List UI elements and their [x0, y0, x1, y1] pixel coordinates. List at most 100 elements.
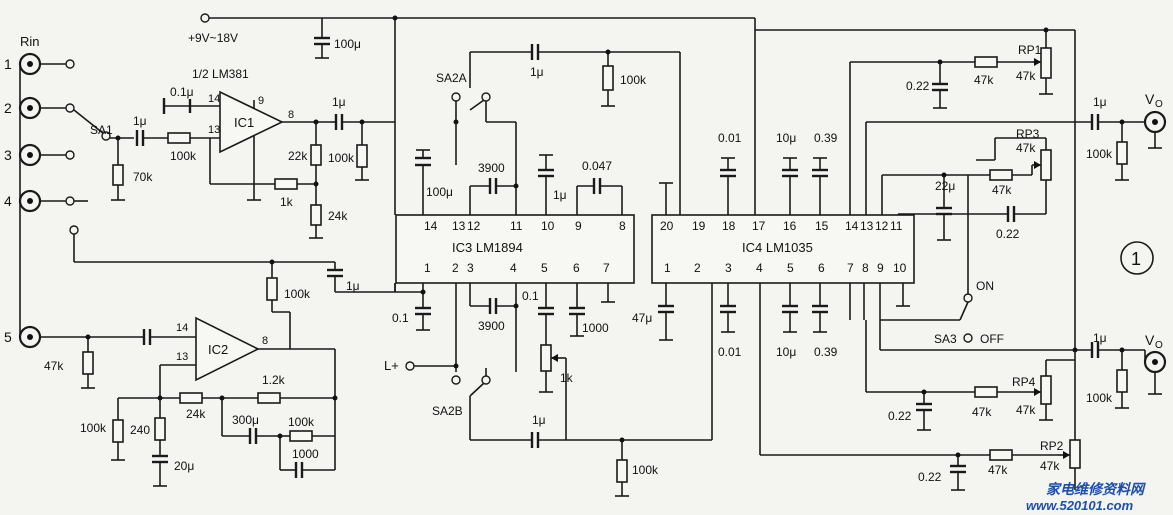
- pin-number: 13: [860, 219, 874, 233]
- pin-number: 8: [862, 261, 869, 275]
- potentiometer-1k: 1k: [539, 344, 574, 393]
- cap-0.01-bottom: 0.01: [718, 283, 742, 359]
- vo-label: V: [1145, 91, 1155, 107]
- cap-1000-ic3: 1000: [569, 283, 609, 337]
- vo-subscript: O: [1155, 340, 1163, 351]
- resistor-100k-input: 100k: [167, 132, 220, 163]
- value-label: 47k: [1016, 141, 1036, 155]
- value-label: 1μ: [553, 188, 567, 202]
- pin-number: 7: [603, 261, 610, 275]
- cap-1000-ic2: 1000: [279, 436, 335, 478]
- value-label: 10μ: [776, 131, 796, 145]
- pin-number: 9: [877, 261, 884, 275]
- power-supply: +9V~18V: [188, 13, 395, 45]
- section-number: 1: [1131, 249, 1141, 269]
- sa1-label: SA1: [90, 123, 113, 137]
- value-label: 100k: [1086, 391, 1113, 405]
- input-jack-5: 5: [4, 325, 42, 349]
- pin-number: 1: [664, 261, 671, 275]
- pin-number: 5: [787, 261, 794, 275]
- pin-number: 4: [510, 261, 517, 275]
- resistor-100k-bottom: 100k: [615, 440, 659, 497]
- cap-0.39-top: 0.39: [812, 131, 838, 215]
- potentiometer-rp1: RP1 47k: [1016, 30, 1053, 95]
- cap-47u: 47μ: [632, 283, 674, 341]
- pin-number: 8: [619, 219, 626, 233]
- l-plus-input: L+: [384, 358, 456, 373]
- value-label: 24k: [186, 407, 206, 421]
- resistor-240: 240: [130, 398, 166, 456]
- value-label: 1μ: [332, 95, 346, 109]
- pin-number: 4: [756, 261, 763, 275]
- resistor-100k-vo2: 100k: [1086, 350, 1129, 409]
- cap-0.22-rp1: 0.22: [906, 62, 948, 109]
- jack-number: 3: [4, 147, 12, 163]
- pin-number: 5: [541, 261, 548, 275]
- sa3-label: SA3: [934, 332, 957, 346]
- value-label: 100k: [632, 463, 659, 477]
- cap-1u-ic3-pin10: 1μ: [538, 154, 567, 215]
- cap-3900-bottom: 3900: [469, 283, 517, 372]
- value-label: 100μ: [426, 185, 453, 199]
- watermark: 家电维修资料网 www.520101.com: [1026, 481, 1146, 513]
- value-label: 1k: [280, 195, 294, 209]
- resistor-47k-rp1: 47k: [974, 56, 1032, 87]
- input-jack-1: 1: [4, 52, 75, 76]
- jack-number: 4: [4, 193, 12, 209]
- sa2a-switch: SA2A: [436, 71, 517, 215]
- value-label: 24k: [328, 209, 348, 223]
- pin-number: 9: [258, 95, 264, 107]
- resistor-100k-ic2-left: 100k: [80, 397, 160, 461]
- potentiometer-rp3: RP3 47k: [1016, 127, 1052, 214]
- cap-0.39-bottom: 0.39: [812, 283, 838, 359]
- cap-0.22-rp2: 0.22: [918, 455, 966, 491]
- pin-number: 13: [176, 351, 188, 363]
- jack-number: 5: [4, 329, 12, 345]
- resistor-100k-top: 100k: [601, 52, 647, 107]
- resistor-47k-rp2: 47k: [760, 449, 1058, 477]
- resistor-1k: 1k: [210, 178, 316, 209]
- pin-number: 10: [541, 219, 555, 233]
- pin-number: 10: [893, 261, 907, 275]
- value-label: 1μ: [532, 413, 546, 427]
- value-label: 20μ: [174, 459, 194, 473]
- vo-label: V: [1145, 332, 1155, 348]
- value-label: 0.01: [718, 131, 742, 145]
- resistor-47k-rp3: 47k: [882, 165, 1033, 197]
- sa3-switch: ON OFF SA3: [879, 279, 1004, 346]
- value-label: 47k: [1016, 69, 1036, 83]
- cap-22u: 22μ: [935, 175, 955, 241]
- value-label: 0.22: [996, 227, 1020, 241]
- pin-number: 6: [818, 261, 825, 275]
- pin-number: 17: [752, 219, 766, 233]
- on-label: ON: [976, 279, 994, 293]
- value-label: 47k: [1040, 459, 1060, 473]
- value-label: 1.2k: [262, 373, 286, 387]
- value-label: 22μ: [935, 179, 955, 193]
- resistor-1.2k: 1.2k: [257, 373, 335, 404]
- potentiometer-rp4: RP4 47k: [1012, 360, 1053, 421]
- resistor-47k-ic2: 47k: [44, 337, 95, 389]
- value-label: 0.22: [906, 79, 930, 93]
- ic2-label: IC2: [208, 342, 228, 357]
- rp3-label: RP3: [1016, 127, 1040, 141]
- ic1-opamp: IC1 14 13 9 8 1/2 LM381: [192, 67, 294, 154]
- input-coupling-cap: 1μ: [133, 114, 168, 146]
- value-label: 100k: [170, 149, 197, 163]
- cap-20u: 20μ: [152, 454, 194, 487]
- pin-number: 15: [815, 219, 829, 233]
- output-vo1: 1μ V O: [866, 91, 1167, 149]
- cap-0.22-rp3: 0.22: [898, 206, 1046, 241]
- pin-number: 18: [722, 219, 736, 233]
- pin-number: 2: [694, 261, 701, 275]
- cap-100u-ic3: 100μ: [415, 149, 453, 215]
- ic3-label: IC3 LM1894: [452, 240, 523, 255]
- value-label: 1k: [560, 371, 574, 385]
- sa1-switch: SA1: [73, 109, 134, 141]
- value-label: 3900: [478, 161, 505, 175]
- lm381-label: 1/2 LM381: [192, 67, 249, 81]
- value-label: 100k: [620, 73, 647, 87]
- pin-number: 12: [875, 219, 889, 233]
- value-label: 0.22: [918, 470, 942, 484]
- pin-number: 8: [288, 109, 294, 121]
